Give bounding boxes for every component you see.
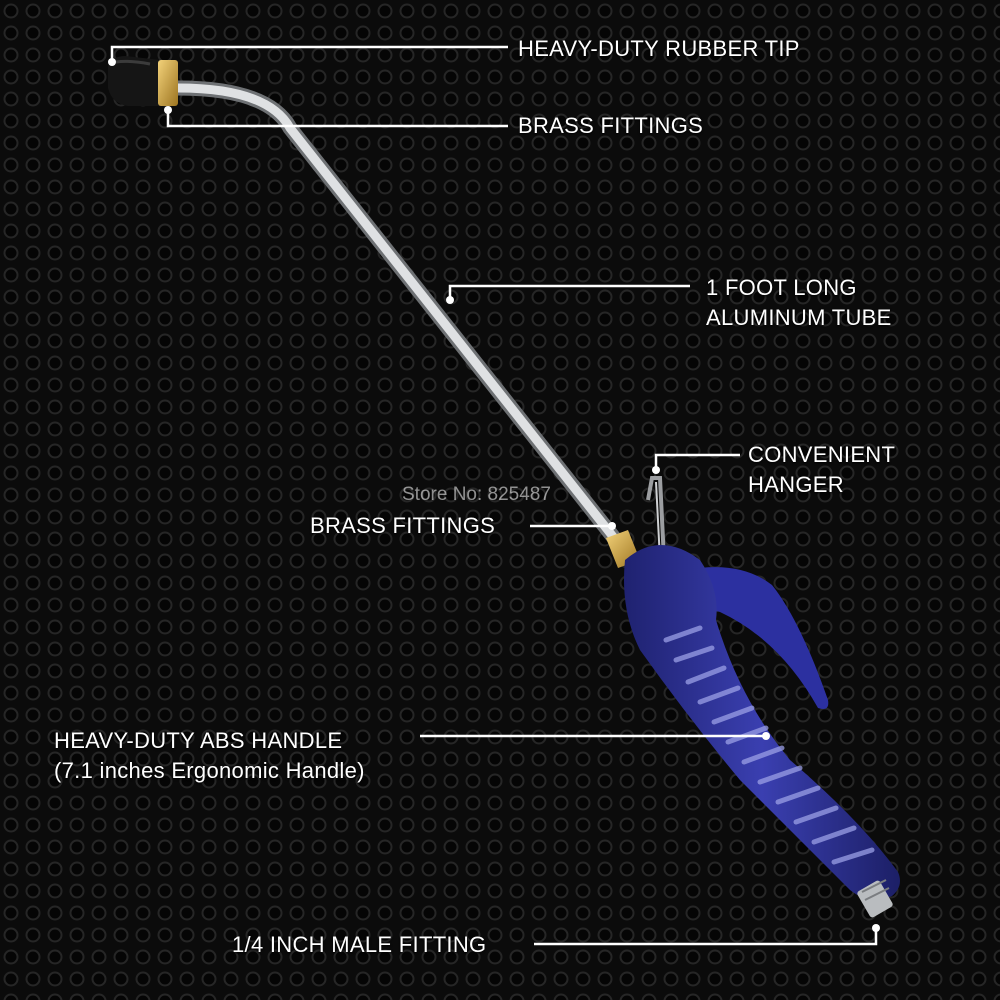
label-brass-fittings-bottom: BRASS FITTINGS [310,513,496,538]
brass-fitting-top [158,60,178,106]
label-handle-line1: HEAVY-DUTY ABS HANDLE [54,728,343,753]
callout-lines [110,45,878,946]
label-hanger-line1: CONVENIENT [748,442,896,467]
label-brass-fittings-top: BRASS FITTINGS [518,113,704,138]
handle-grip-ribs [663,625,875,865]
label-tube-line1: 1 FOOT LONG [706,275,857,300]
label-tube-line2: ALUMINUM TUBE [706,305,892,330]
label-handle-line2: (7.1 inches Ergonomic Handle) [54,758,365,783]
label-rubber-tip: HEAVY-DUTY RUBBER TIP [518,36,800,61]
rubber-tip [108,56,160,106]
male-fitting [857,879,893,918]
label-hanger-line2: HANGER [748,472,844,497]
callout-dots [108,58,880,932]
trigger-lever [686,567,829,709]
label-male-fitting: 1/4 INCH MALE FITTING [232,932,487,957]
store-watermark: Store No: 825487 [402,484,551,505]
